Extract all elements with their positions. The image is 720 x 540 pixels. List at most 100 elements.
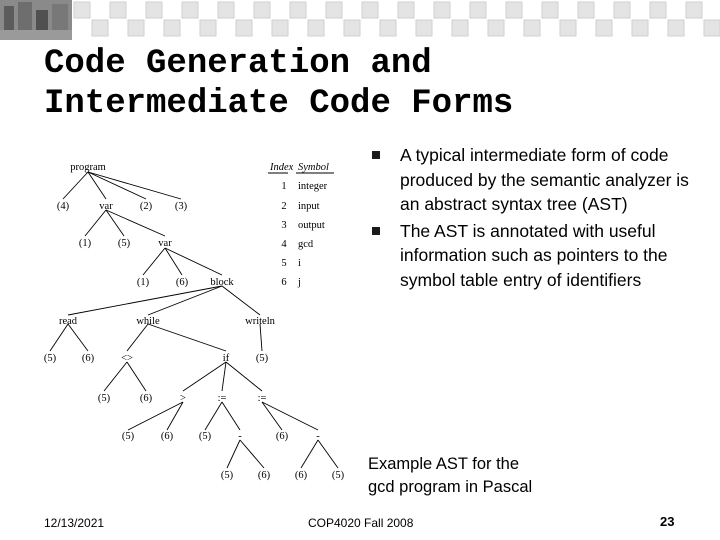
ast-node-program: program xyxy=(70,162,106,173)
ast-node: - xyxy=(238,431,242,442)
ast-edge xyxy=(221,361,227,392)
ast-node: := xyxy=(218,393,227,404)
symbol-table-symbol: integer xyxy=(298,181,328,192)
ast-node: (5) xyxy=(256,353,269,364)
ast-node: (1) xyxy=(137,277,150,288)
square-bullet-icon xyxy=(372,151,380,159)
bullet-text: The AST is annotated with useful informa… xyxy=(400,220,668,290)
symbol-table-index: 2 xyxy=(281,201,286,212)
figure-caption-line-1: Example AST for the xyxy=(368,455,520,473)
ast-edge xyxy=(221,401,241,431)
figure-caption-line-2: gcd program in Pascal xyxy=(368,478,533,496)
ast-node: > xyxy=(180,393,186,404)
ast-node: (5) xyxy=(221,470,234,481)
ast-edges xyxy=(49,171,339,469)
ast-edge xyxy=(225,361,263,392)
ast-node: var xyxy=(99,201,113,212)
ast-node: (5) xyxy=(44,353,57,364)
ast-diagram: program (4) var (2) (3) (1) (5) var (1) … xyxy=(44,162,345,481)
bullet-item: The AST is annotated with useful informa… xyxy=(372,219,692,293)
symbol-table-index: 3 xyxy=(281,220,286,231)
ast-edge xyxy=(127,401,184,431)
ast-edge xyxy=(221,285,261,316)
ast-edge xyxy=(317,439,339,469)
symbol-table-symbol: input xyxy=(298,201,320,212)
ast-edge xyxy=(105,209,166,237)
ast-node: (3) xyxy=(175,201,188,212)
ast-edge xyxy=(49,323,69,352)
ast-node: := xyxy=(258,393,267,404)
bullet-text: A typical intermediate form of code prod… xyxy=(400,145,689,214)
ast-node: <> xyxy=(121,353,133,364)
symbol-table-header-symbol: Symbol xyxy=(298,162,329,173)
ast-node: (6) xyxy=(295,470,308,481)
ast-edge xyxy=(300,439,319,469)
ast-node: (5) xyxy=(122,431,135,442)
ast-node: (6) xyxy=(176,277,189,288)
ast-node-writeln: writeln xyxy=(245,316,275,327)
ast-edge xyxy=(126,361,147,392)
ast-node-if: if xyxy=(223,353,230,364)
ast-edge xyxy=(105,209,125,237)
ast-edge xyxy=(147,285,223,316)
ast-edge xyxy=(259,323,263,352)
ast-edge xyxy=(239,439,265,469)
ast-edge xyxy=(62,171,89,200)
symbol-table-symbol: gcd xyxy=(298,239,314,250)
ast-edge xyxy=(67,285,223,316)
slide-title-line-1: Code Generation and xyxy=(44,45,432,83)
ast-edge xyxy=(103,361,128,392)
ast-edge xyxy=(164,247,223,276)
ast-edge xyxy=(84,209,107,237)
bullet-list: A typical intermediate form of code prod… xyxy=(372,143,692,294)
ast-edge xyxy=(87,171,182,200)
symbol-table-index: 4 xyxy=(281,239,287,250)
ast-node-block: block xyxy=(210,277,234,288)
symbol-table-header-index: Index xyxy=(269,162,294,173)
square-bullet-icon xyxy=(372,226,380,235)
ast-node: (5) xyxy=(332,470,345,481)
footer-course: COP4020 Fall 2008 xyxy=(308,516,414,530)
ast-edge xyxy=(164,247,183,276)
ast-node: (2) xyxy=(140,201,153,212)
ast-node: (6) xyxy=(161,431,174,442)
ast-node: (5) xyxy=(199,431,212,442)
symbol-table-index: 5 xyxy=(281,258,286,269)
symbol-table-index: 1 xyxy=(281,181,286,192)
ast-node: - xyxy=(316,431,320,442)
ast-node: (5) xyxy=(98,393,111,404)
header-decoration xyxy=(0,0,720,40)
ast-edge xyxy=(261,401,319,431)
ast-nodes: program (4) var (2) (3) (1) (5) var (1) … xyxy=(44,162,345,481)
ast-edge xyxy=(182,361,227,392)
ast-node: (6) xyxy=(140,393,153,404)
ast-node: (6) xyxy=(258,470,271,481)
footer-date: 12/13/2021 xyxy=(44,516,105,530)
ast-edge xyxy=(147,323,227,352)
ast-node: (4) xyxy=(57,201,70,212)
ast-edge xyxy=(142,247,166,276)
ast-node-read: read xyxy=(59,316,78,327)
ast-node-while: while xyxy=(136,316,160,327)
header-photo-strip xyxy=(0,0,72,40)
symbol-table-symbol: i xyxy=(298,258,301,269)
bullet-item: A typical intermediate form of code prod… xyxy=(372,143,692,217)
ast-edge xyxy=(226,439,241,469)
ast-edge xyxy=(204,401,223,431)
symbol-table-index: 6 xyxy=(281,277,286,288)
symbol-table-symbol: j xyxy=(297,277,301,288)
ast-edge xyxy=(261,401,283,431)
symbol-table: Index Symbol 1 integer 2 input 3 output … xyxy=(268,162,334,288)
ast-edge xyxy=(166,401,184,431)
ast-node: (1) xyxy=(79,238,92,249)
ast-edge xyxy=(67,323,89,352)
ast-node: (6) xyxy=(276,431,289,442)
symbol-table-symbol: output xyxy=(298,220,325,231)
figure-caption: Example AST for the gcd program in Pasca… xyxy=(368,453,532,499)
slide-title-line-2: Intermediate Code Forms xyxy=(44,85,514,123)
slide-title: Code Generation and Intermediate Code Fo… xyxy=(44,44,513,124)
header-square-pattern xyxy=(73,1,720,37)
ast-node: var xyxy=(158,238,172,249)
page-number: 23 xyxy=(660,514,675,529)
ast-node: (5) xyxy=(118,238,131,249)
